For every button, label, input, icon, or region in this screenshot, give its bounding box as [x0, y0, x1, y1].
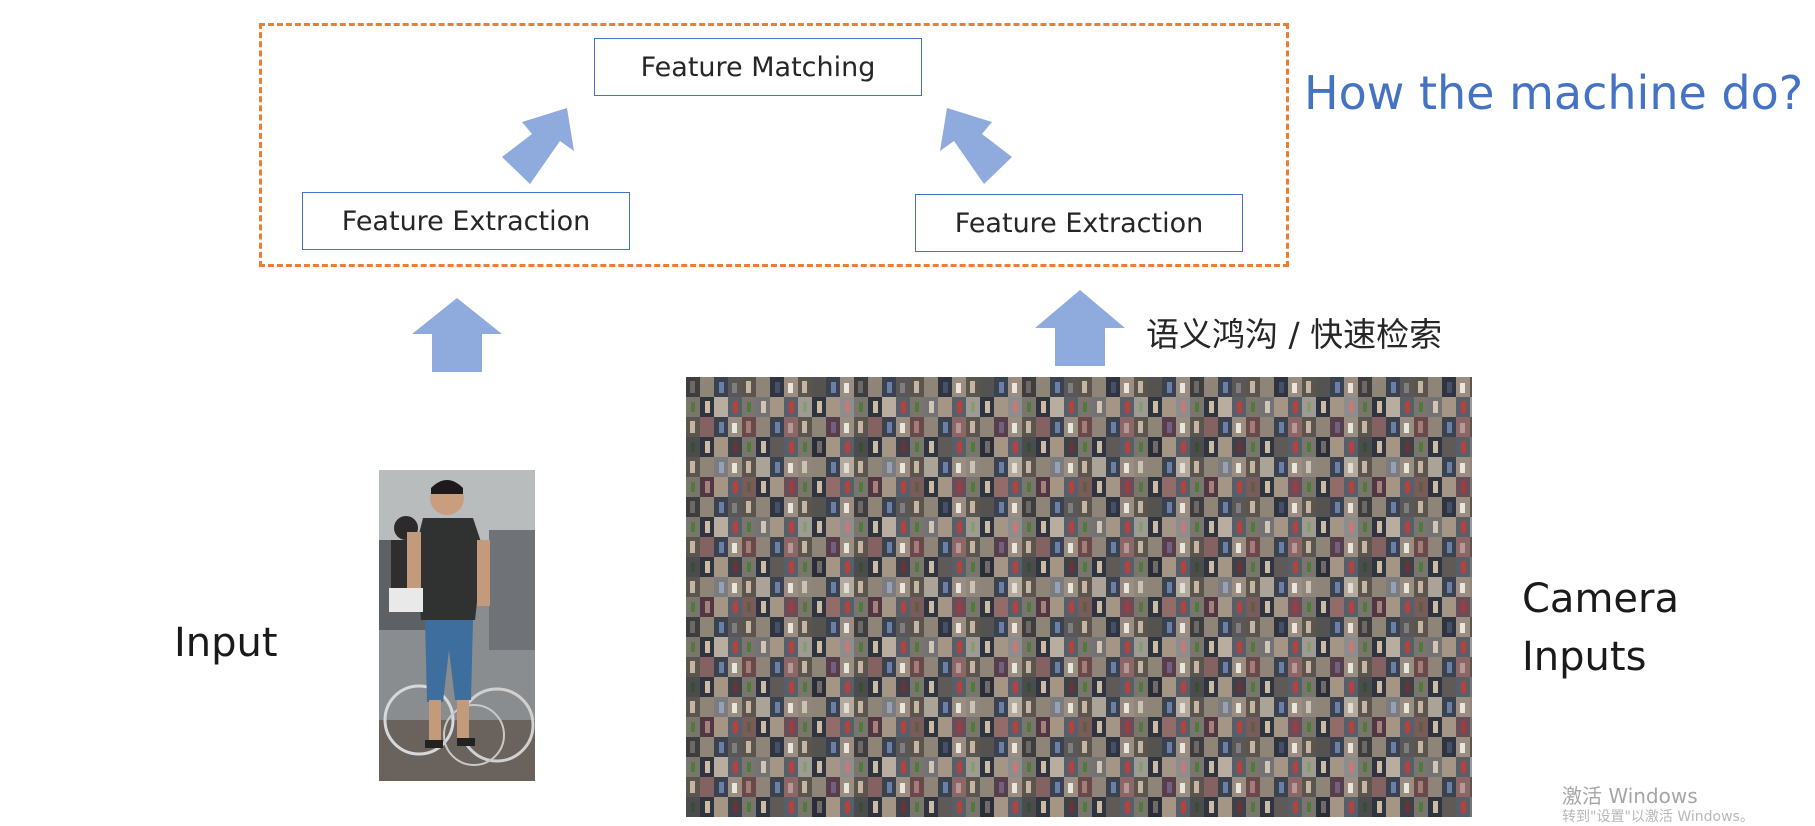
windows-activation-hint: 转到"设置"以激活 Windows。 — [1562, 809, 1754, 825]
question-title: How the machine do? — [1304, 66, 1804, 120]
pipeline-frame — [259, 23, 1289, 267]
retrieval-label: 语义鸿沟 / 快速检索 — [1146, 315, 1443, 354]
feature-extraction-right-label: Feature Extraction — [954, 207, 1204, 239]
feature-matching-label: Feature Matching — [640, 51, 876, 83]
camera-gallery-mosaic — [686, 377, 1472, 817]
input-label: Input — [174, 620, 278, 666]
arrow-up-camera-icon — [1035, 290, 1125, 366]
camera-inputs-line2: Inputs — [1522, 634, 1647, 680]
arrow-up-right-icon — [502, 108, 574, 184]
windows-activation-watermark: 激活 Windows — [1562, 784, 1698, 808]
feature-matching-box: Feature Matching — [594, 38, 922, 96]
input-pedestrian-photo — [379, 470, 535, 781]
feature-extraction-left-box: Feature Extraction — [302, 192, 630, 250]
camera-inputs-label: Camera Inputs — [1522, 570, 1679, 686]
arrow-up-left-input-icon — [412, 298, 502, 372]
arrow-up-left-icon — [940, 108, 1012, 184]
camera-inputs-line1: Camera — [1522, 576, 1679, 622]
feature-extraction-left-label: Feature Extraction — [341, 205, 591, 237]
feature-extraction-right-box: Feature Extraction — [915, 194, 1243, 252]
